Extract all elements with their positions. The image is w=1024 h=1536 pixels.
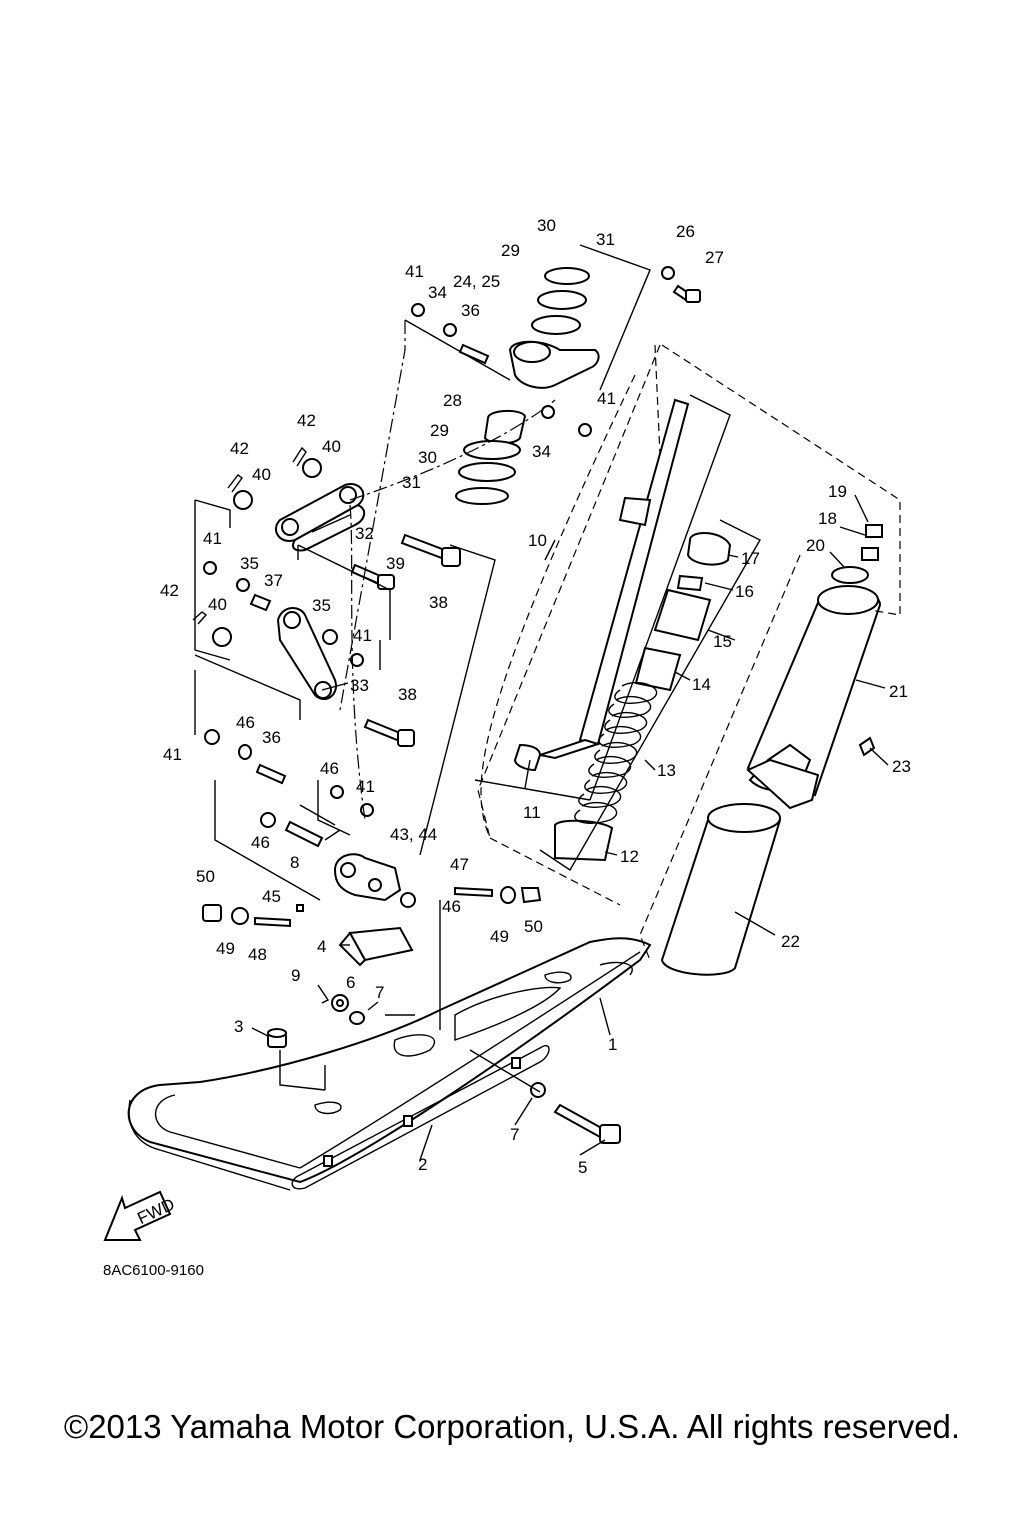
- callout-16: 16: [735, 582, 754, 601]
- callout-42c: 42: [160, 581, 179, 600]
- leader-lines: [251, 494, 889, 1161]
- callout-31a: 31: [596, 230, 615, 249]
- callout-35b: 35: [312, 596, 331, 615]
- callout-4: 4: [317, 937, 326, 956]
- ski-assembly: [127, 937, 652, 1191]
- callout-35a: 35: [240, 554, 259, 573]
- callout-30a: 30: [537, 216, 556, 235]
- callout-26: 26: [676, 222, 695, 241]
- callout-40b: 40: [252, 465, 271, 484]
- callout-37: 37: [264, 571, 283, 590]
- spring: [574, 681, 658, 824]
- callout-30b: 30: [418, 448, 437, 467]
- callout-48: 48: [248, 945, 267, 964]
- callout-36a: 36: [461, 301, 480, 320]
- callout-38a: 38: [429, 593, 448, 612]
- callout-18: 18: [818, 509, 837, 528]
- callout-29b: 29: [430, 421, 449, 440]
- callout-29a: 29: [501, 241, 520, 260]
- shock-cover-lower: [660, 803, 782, 976]
- callout-1: 1: [608, 1035, 617, 1054]
- callout-38b: 38: [398, 685, 417, 704]
- callout-22: 22: [781, 932, 800, 951]
- callout-49b: 49: [490, 927, 509, 946]
- callout-14: 14: [692, 675, 711, 694]
- callout-32: 32: [355, 524, 374, 543]
- callout-41f: 41: [356, 777, 375, 796]
- callout-41c: 41: [203, 529, 222, 548]
- callout-3: 3: [234, 1017, 243, 1036]
- callout-43-44: 43, 44: [390, 825, 437, 844]
- callout-7b: 7: [510, 1125, 519, 1144]
- ski-hardware: [267, 926, 621, 1144]
- callout-46c: 46: [251, 833, 270, 852]
- callout-42b: 42: [230, 439, 249, 458]
- shock-absorber: [513, 398, 732, 862]
- callout-39: 39: [386, 554, 405, 573]
- callout-46a: 46: [236, 713, 255, 732]
- callout-9: 9: [291, 966, 300, 985]
- shock-cover-upper: [746, 524, 883, 810]
- callout-labels: 1 2 3 4 5 6 7 7 8 9 10 11 12 13 14 15 16…: [160, 216, 911, 1177]
- callout-17: 17: [741, 549, 760, 568]
- callout-50a: 50: [196, 867, 215, 886]
- callout-11: 11: [523, 803, 541, 822]
- callout-46d: 46: [442, 897, 461, 916]
- callout-47: 47: [450, 855, 469, 874]
- callout-13: 13: [657, 761, 676, 780]
- callout-41b: 41: [597, 389, 616, 408]
- callout-5: 5: [578, 1158, 587, 1177]
- callout-12: 12: [620, 847, 639, 866]
- callout-24-25: 24, 25: [453, 272, 500, 291]
- copyright-notice: ©2013 Yamaha Motor Corporation, U.S.A. A…: [63, 1408, 961, 1445]
- callout-41d: 41: [353, 626, 372, 645]
- callout-20: 20: [806, 536, 825, 555]
- callout-46b: 46: [320, 759, 339, 778]
- callout-42a: 42: [297, 411, 316, 430]
- callout-33: 33: [350, 676, 369, 695]
- linkage-arm-lower: [192, 446, 415, 817]
- runner-assembly: [291, 1045, 550, 1190]
- callout-28: 28: [443, 391, 462, 410]
- fwd-direction-arrow: FWD: [103, 1190, 178, 1241]
- callout-7a: 7: [375, 983, 384, 1002]
- lower-bracket: [202, 812, 542, 928]
- callout-40a: 40: [322, 437, 341, 456]
- diagram-code: 8AC6100-9160: [103, 1262, 204, 1279]
- callout-6: 6: [346, 973, 355, 992]
- callout-45: 45: [262, 887, 281, 906]
- callout-36b: 36: [262, 728, 281, 747]
- callout-23: 23: [892, 757, 911, 776]
- callout-41a: 41: [405, 262, 424, 281]
- callout-34b: 34: [532, 442, 551, 461]
- callout-21: 21: [889, 682, 908, 701]
- callout-34a: 34: [428, 283, 447, 302]
- callout-31b: 31: [402, 473, 421, 492]
- callout-49a: 49: [216, 939, 235, 958]
- callout-40c: 40: [208, 595, 227, 614]
- callout-50b: 50: [524, 917, 543, 936]
- callout-41e: 41: [163, 745, 182, 764]
- reference-lines: [194, 244, 901, 1093]
- callout-2: 2: [418, 1155, 427, 1174]
- callout-10: 10: [528, 531, 547, 550]
- callout-15: 15: [713, 632, 732, 651]
- callout-27: 27: [705, 248, 724, 267]
- upper-pivot: [411, 266, 701, 505]
- callout-19: 19: [828, 482, 847, 501]
- callout-8: 8: [290, 853, 299, 872]
